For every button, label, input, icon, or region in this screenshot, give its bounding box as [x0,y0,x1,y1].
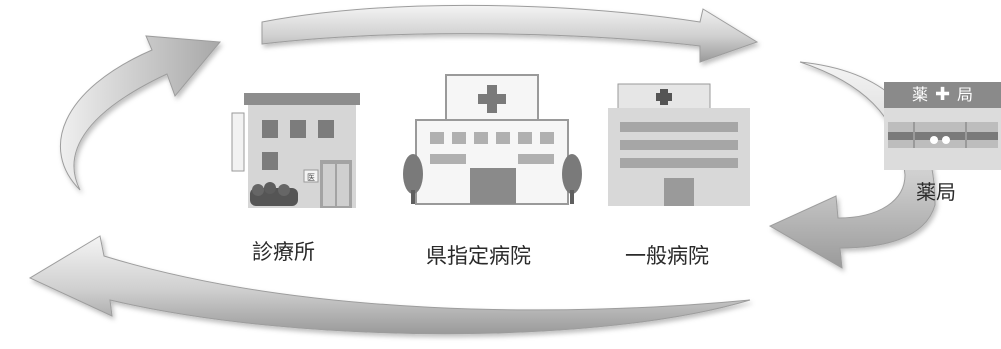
pharmacy-sign-right: 局 [957,85,975,104]
cross-icon: ✚ [934,84,952,105]
flow-arrow-left [59,35,222,191]
clinic-building: 医 [231,93,360,208]
general-hospital-building [608,83,750,206]
pharmacy-building [884,106,1001,170]
clinic-label: 診療所 [252,240,315,264]
clinic-sign-text: 医 [307,173,315,182]
prefectural-hospital-label: 県指定病院 [426,244,531,268]
flow-arrow-top [261,4,759,63]
pharmacy-sign-left: 薬 [911,85,929,104]
pharmacy-sign: 薬 ✚ 局 [884,82,1001,108]
pharmacy-label: 薬局 [916,180,956,204]
flow-arrow-bottom [28,235,751,335]
general-hospital-label: 一般病院 [625,244,709,268]
prefectural-hospital-building [403,74,582,205]
